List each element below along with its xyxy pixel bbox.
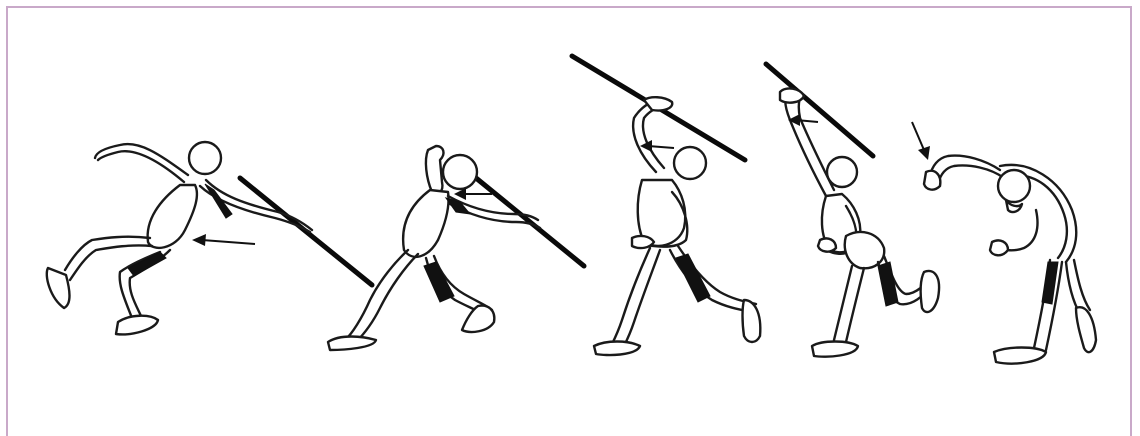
front-foot-stage-1 — [116, 316, 158, 335]
head-stage-1 — [189, 142, 221, 174]
throwing-hand-stage-4 — [780, 89, 804, 103]
athlete-stage-4 — [766, 64, 939, 357]
athlete-stage-2 — [328, 146, 584, 350]
front-foot-stage-3 — [743, 300, 761, 342]
throwing-hand-stage-3 — [644, 97, 672, 110]
torso-stage-1 — [148, 185, 197, 248]
javelin-stage-4 — [766, 64, 873, 156]
extended-hand-stage-5 — [924, 171, 940, 190]
standing-foot-stage-5 — [994, 348, 1046, 364]
back-arm-stage-2 — [426, 146, 444, 194]
back-foot-stage-3 — [594, 342, 640, 356]
raised-foot-stage-4 — [921, 271, 939, 312]
javelin-stage-2 — [476, 178, 584, 266]
head-stage-4 — [827, 157, 857, 187]
front-foot-stage-2 — [462, 306, 494, 332]
direction-arrow-stage-1 — [202, 240, 255, 244]
back-leg-stage-2 — [345, 250, 408, 340]
back-foot-stage-1 — [47, 268, 70, 308]
javelin-stage-1 — [240, 178, 372, 285]
back-arm-stage-1 — [95, 144, 188, 175]
athlete-stage-1 — [47, 142, 372, 334]
javelin-throw-sequence-illustration — [0, 0, 1140, 427]
head-stage-3 — [674, 147, 706, 179]
athlete-stage-3 — [572, 56, 760, 355]
back-foot-stage-5 — [1076, 307, 1096, 352]
head-stage-2 — [443, 155, 477, 189]
direction-arrow-stage-5 — [912, 122, 924, 150]
back-foot-stage-2 — [328, 337, 376, 351]
standing-foot-stage-4 — [812, 342, 858, 357]
head-stage-5 — [998, 170, 1030, 202]
athlete-stage-5 — [912, 122, 1096, 364]
torso-stage-2 — [403, 190, 448, 257]
